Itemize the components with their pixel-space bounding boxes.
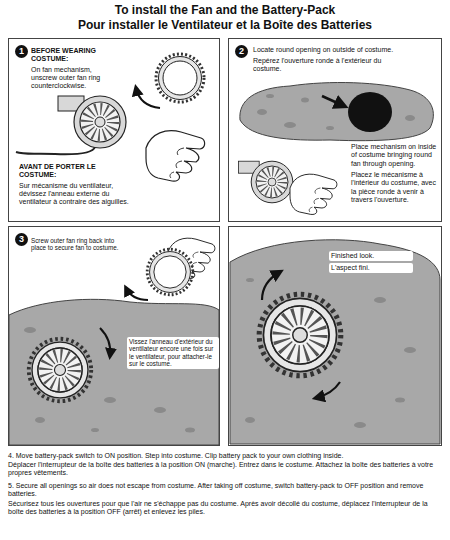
- step-number-text: 2: [239, 47, 244, 56]
- panel-4-art: [271, 306, 329, 364]
- rotation-arrow: [136, 88, 160, 108]
- costume-rock: [230, 240, 440, 444]
- step-number-text: 1: [19, 47, 24, 56]
- panel-1-art: [58, 96, 126, 148]
- panel-4-art: [259, 294, 341, 376]
- instruction-panel: Locate round opening on outside of costu…: [228, 38, 442, 222]
- power-cable: [16, 147, 95, 154]
- instruction-text: Locate round opening on outside of costu…: [253, 46, 403, 54]
- rock-texture: [104, 397, 116, 403]
- panel-2-art: [238, 161, 292, 203]
- panel-2-art: [256, 166, 288, 198]
- step-text: 5. Secure all openings so air does not e…: [8, 482, 442, 499]
- rock-texture: [245, 278, 416, 428]
- instruction-text: Finished look.: [329, 251, 413, 261]
- instruction-text: L'aspect fini.: [329, 263, 413, 273]
- rock-texture: [245, 417, 255, 423]
- instruction-panel: BEFORE WEARING COSTUME: On fan mechanism,…: [8, 38, 220, 222]
- rotation-arrow: [126, 288, 148, 300]
- rock-texture: [91, 428, 99, 432]
- rock-texture: [257, 109, 267, 115]
- rotation-arrow: [316, 382, 340, 398]
- instruction-panel: Finished look. L'aspect fini.: [228, 226, 442, 446]
- step-text: 4. Move battery-pack switch to ON positi…: [8, 452, 442, 460]
- rock-texture: [246, 278, 254, 282]
- panel-1-art: [80, 102, 120, 142]
- pointer-arrow: [322, 96, 344, 106]
- instruction-text: On fan mechanism, unscrew outer fan ring…: [31, 66, 109, 91]
- rotation-arrow: [262, 272, 280, 300]
- instruction-panel: Screw outer fan ring back into place to …: [8, 226, 220, 446]
- instruction-text: Placez le mécanisme à l'intérieur du cos…: [351, 171, 439, 204]
- instruction-text: Repérez l'ouverture ronde à l'extérieur …: [253, 57, 403, 74]
- panel-1-art: [16, 54, 205, 181]
- costume-opening: [348, 92, 392, 132]
- rock-texture: [404, 347, 416, 353]
- rock-texture: [266, 94, 274, 98]
- rock-texture: [24, 327, 36, 333]
- rock-texture: [354, 422, 366, 428]
- rock-texture: [185, 428, 195, 433]
- subtitle: Pour installer le Ventilateur et la Boît…: [0, 18, 450, 32]
- costume-rock: [240, 83, 434, 141]
- rock-texture: [35, 417, 45, 423]
- panel-3-art: [9, 238, 219, 445]
- panel-3-art: [147, 249, 193, 295]
- instruction-text: Sur mécanisme du ventilateur, dévissez l…: [19, 182, 134, 207]
- rotation-arrow: [100, 328, 110, 356]
- step-number: 2: [235, 45, 248, 58]
- instruction-text: Screw outer fan ring back into place to …: [31, 237, 126, 252]
- rock-texture: [326, 126, 334, 130]
- panel-1-art: [146, 131, 205, 181]
- panel-1-art: [156, 54, 204, 102]
- rock-texture: [154, 407, 166, 413]
- rock-texture: [284, 122, 296, 128]
- step-number: 1: [15, 45, 28, 58]
- title: To install the Fan and the Battery-Pack: [0, 3, 450, 17]
- panel-2-art: [238, 161, 292, 203]
- panel-3-art: [29, 339, 91, 401]
- step-number-text: 3: [19, 235, 24, 244]
- step-number: 3: [15, 233, 28, 246]
- costume-rock: [9, 299, 219, 445]
- rock-texture: [301, 98, 309, 103]
- rock-texture: [374, 297, 386, 303]
- step-text: Déplacer l'interrupteur de la boîte des …: [8, 461, 442, 478]
- instruction-text: AVANT DE PORTER LE COSTUME:: [19, 163, 134, 180]
- step-text: Sécurisez tous les ouvertures pour que l…: [8, 500, 442, 517]
- instruction-text: Vissez l'anneau d'extérieur du ventilate…: [127, 337, 219, 369]
- panel-2-art: [290, 174, 337, 214]
- rock-texture: [405, 115, 415, 121]
- instruction-text: BEFORE WEARING COSTUME:: [31, 47, 109, 64]
- panel-3-art: [38, 348, 82, 392]
- rock-texture: [395, 398, 405, 403]
- instruction-text: Place mechanism on inside of costume bri…: [351, 143, 439, 168]
- panel-4-art: [230, 240, 440, 444]
